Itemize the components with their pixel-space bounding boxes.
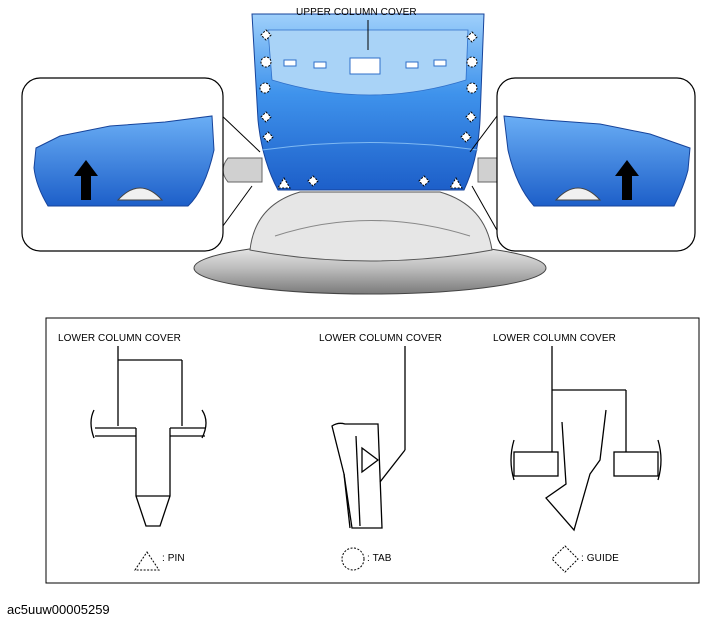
left-up-arrow-icon bbox=[74, 160, 98, 200]
right-up-arrow-icon bbox=[615, 160, 639, 200]
guide-markers bbox=[260, 29, 478, 187]
pin-markers bbox=[277, 177, 463, 189]
tab-markers bbox=[259, 56, 478, 94]
legend-tab-label: : TAB bbox=[367, 553, 392, 564]
left-inset bbox=[21, 77, 261, 252]
upper-column-cover bbox=[251, 13, 485, 191]
legend-pin-label: : PIN bbox=[162, 553, 185, 564]
legend-guide-label: : GUIDE bbox=[581, 553, 619, 564]
tab-detail bbox=[331, 346, 406, 529]
guide-detail bbox=[510, 346, 662, 532]
lower-column-cover-label-tab: LOWER COLUMN COVER bbox=[319, 333, 442, 344]
figure-code: ac5uuw00005259 bbox=[7, 602, 110, 617]
detail-panel bbox=[45, 317, 700, 584]
right-inset bbox=[469, 77, 696, 252]
guide-diamond-icon bbox=[551, 545, 579, 573]
upper-column-cover-label: UPPER COLUMN COVER bbox=[296, 7, 417, 18]
lower-column-cover-label-pin: LOWER COLUMN COVER bbox=[58, 333, 181, 344]
pin-detail bbox=[90, 346, 207, 527]
tab-circle-icon bbox=[341, 547, 365, 571]
lower-column-cover-label-guide: LOWER COLUMN COVER bbox=[493, 333, 616, 344]
pin-triangle-icon bbox=[134, 551, 160, 571]
